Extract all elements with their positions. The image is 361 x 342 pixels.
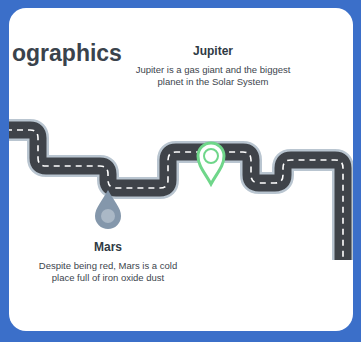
planet-name: Mars (38, 240, 178, 254)
road-edge (9, 130, 343, 260)
planet-name: Jupiter (134, 44, 292, 58)
planet-description: Despite being red, Mars is a cold place … (38, 260, 178, 284)
planet-marker-text: MarsDespite being red, Mars is a cold pl… (38, 240, 178, 284)
road-dashes (9, 130, 343, 260)
road-surface (9, 130, 343, 260)
mars-pin (95, 190, 121, 229)
title: ographics (12, 40, 122, 67)
planet-description: Jupiter is a gas giant and the biggest p… (134, 64, 292, 88)
planet-marker-text: JupiterJupiter is a gas giant and the bi… (134, 44, 292, 88)
jupiter-pin (198, 143, 224, 184)
